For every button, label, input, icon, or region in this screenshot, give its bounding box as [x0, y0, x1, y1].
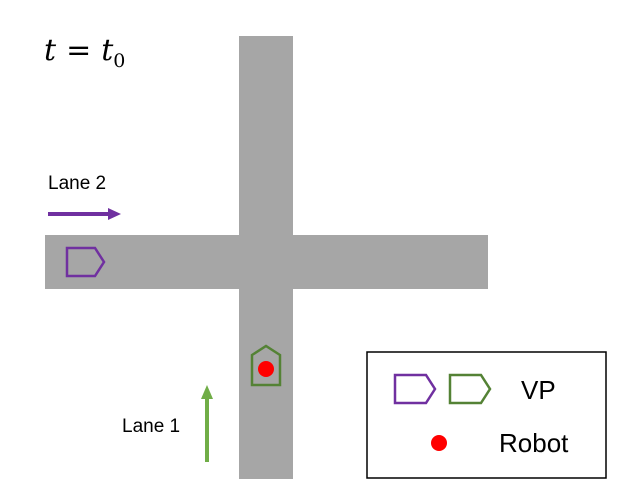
horizontal-road — [45, 235, 488, 289]
lane-2-label: Lane 2 — [48, 173, 106, 194]
lane-1-label: Lane 1 — [122, 416, 180, 437]
lane-2-vehicle-icon — [65, 246, 106, 278]
legend-robot-icon — [431, 435, 447, 451]
legend-vp-label: VP — [521, 375, 556, 405]
legend-robot-label: Robot — [499, 428, 569, 458]
legend: VP Robot — [366, 351, 607, 479]
legend-vp-green-icon — [448, 373, 492, 405]
legend-vp-purple-icon — [393, 373, 437, 405]
lane-1-vehicle-icon — [250, 344, 282, 387]
time-label: t=t0 — [44, 33, 125, 72]
lane-1-arrow — [201, 385, 213, 462]
legend-box — [366, 351, 607, 479]
robot-icon — [258, 361, 274, 377]
lane-2-arrow — [48, 208, 121, 220]
